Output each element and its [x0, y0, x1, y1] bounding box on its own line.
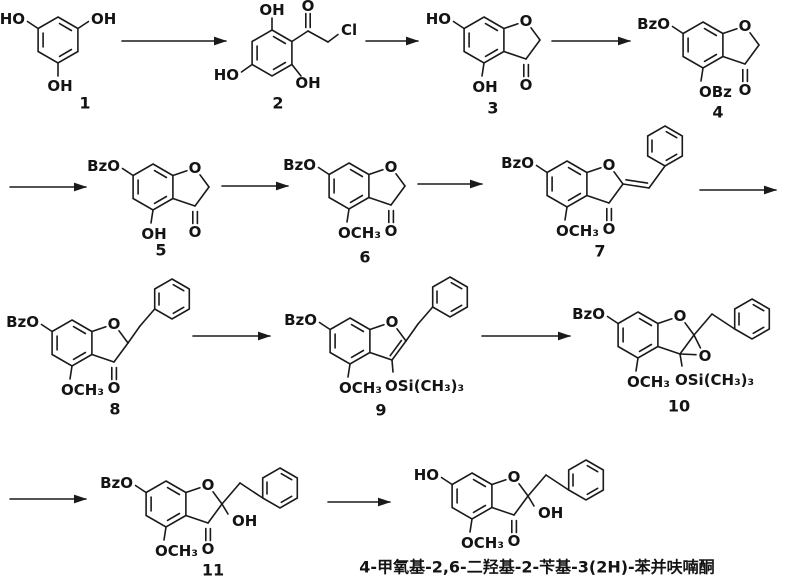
ketone-oxygen-label: O [385, 222, 398, 240]
substituent-label-bottom: OBz [699, 83, 732, 101]
compound-number: 5 [155, 241, 166, 260]
furan-oxygen-label: O [202, 476, 215, 494]
compound-number: 11 [202, 561, 224, 580]
ketone-oxygen-label: O [520, 76, 533, 94]
substituent-label-bottom: OH [472, 78, 497, 96]
substituent-label-top-left: BzO [501, 154, 534, 172]
compound-product: HO O O OH OCH₃ [414, 460, 604, 552]
ketone-oxygen-label: O [108, 379, 121, 397]
substituent-label-top-left: BzO [572, 305, 605, 323]
compound-6: BzO O O OCH₃ 6 [283, 156, 406, 267]
chloro-label: Cl [341, 21, 357, 39]
compound-2-bonds [240, 12, 339, 77]
compound-number: 8 [109, 400, 120, 419]
substituent-label-top-left: BzO [637, 15, 670, 33]
substituent-label-bottom: OCH₃ [155, 542, 198, 560]
compound-1: HO OH OH 1 [0, 10, 116, 113]
c2-hydroxyl-label: OH [538, 504, 563, 522]
substituent-label-bottom: OCH₃ [627, 373, 670, 391]
substituent-label-bottom: OCH₃ [338, 224, 381, 242]
compound-2: OH O Cl HO OH 2 [214, 0, 357, 113]
furan-oxygen-label: O [508, 468, 521, 486]
substituent-label-bottom: OCH₃ [461, 534, 504, 552]
compound-5: BzO O O OH 5 [87, 157, 210, 260]
reaction-arrows [9, 36, 777, 507]
furan-oxygen-label: O [520, 12, 533, 30]
compound-1-bonds [26, 16, 90, 77]
compound-number: 10 [668, 397, 690, 416]
furan-oxygen-label: O [674, 307, 687, 325]
substituent-label-bottom: OCH₃ [339, 379, 382, 397]
compound-7-bonds [535, 125, 684, 222]
compound-4: BzO O O OBz 4 [637, 15, 760, 122]
substituent-label-top-left: BzO [100, 474, 133, 492]
compound-number: 7 [594, 242, 605, 261]
substituent-label-top-right: OH [91, 10, 116, 28]
substituent-label-top-left: BzO [6, 313, 39, 331]
compound-9: BzO O OCH₃ OSi(CH₃)₃ 9 [284, 277, 467, 420]
compound-number: 4 [712, 103, 723, 122]
furan-oxygen-label: O [386, 313, 399, 331]
compound-11: BzO O O OH OCH₃ 11 [100, 468, 297, 580]
compound-number: 6 [359, 248, 370, 267]
compound-9-bonds [318, 277, 468, 378]
substituent-label-bottom: OH [141, 225, 166, 243]
compound-11-bonds [134, 468, 298, 542]
substituent-label-bottom: OH [47, 77, 72, 95]
substituent-label-top-left: BzO [87, 157, 120, 175]
ketone-oxygen-label: O [189, 223, 202, 241]
furan-oxygen-label: O [189, 159, 202, 177]
ketone-oxygen-label: O [739, 81, 752, 99]
substituent-label-top-left: HO [0, 10, 25, 28]
compound-number: 3 [487, 99, 498, 118]
compound-product-bonds [440, 460, 604, 534]
furan-oxygen-label: O [603, 156, 616, 174]
compound-number: 2 [272, 94, 283, 113]
substituent-label-top-left: HO [426, 10, 451, 28]
compound-7: BzO O O OCH₃ 7 [501, 125, 684, 261]
silyl-label: OSi(CH₃)₃ [385, 377, 464, 395]
compound-number: 9 [375, 401, 386, 420]
substituent-label-bottom-right: OH [295, 74, 320, 92]
ketone-oxygen-label: O [603, 220, 616, 238]
substituent-label-bottom: OCH₃ [556, 222, 599, 240]
silyl-label: OSi(CH₃)₃ [675, 371, 754, 389]
substituent-label-top-left: HO [414, 466, 439, 484]
substituent-label-top: OH [259, 1, 284, 19]
compound-number: 1 [79, 94, 90, 113]
substituent-label-left: HO [214, 66, 239, 84]
product-name-caption: 4-甲氧基-2,6-二羟基-2-苄基-3(2H)-苯并呋喃酮 [359, 558, 714, 577]
compound-10-bonds [606, 299, 770, 372]
furan-oxygen-label: O [385, 158, 398, 176]
ketone-oxygen-label: O [508, 532, 521, 550]
c2-hydroxyl-label: OH [232, 512, 257, 530]
furan-oxygen-label: O [108, 315, 121, 333]
furan-oxygen-label: O [739, 17, 752, 35]
epoxide-oxygen-label: O [699, 347, 712, 365]
compound-8: BzO O O OCH₃ 8 [6, 279, 189, 419]
compound-10: BzO O O OCH₃ OSi(CH₃)₃ 10 [572, 299, 769, 416]
substituent-label-top-left: BzO [284, 311, 317, 329]
substituent-label-top-left: BzO [283, 156, 316, 174]
substituent-label-bottom: OCH₃ [61, 381, 104, 399]
acyl-oxygen-label: O [302, 0, 315, 15]
ketone-oxygen-label: O [202, 540, 215, 558]
compound-3: HO O O OH 3 [426, 10, 541, 118]
